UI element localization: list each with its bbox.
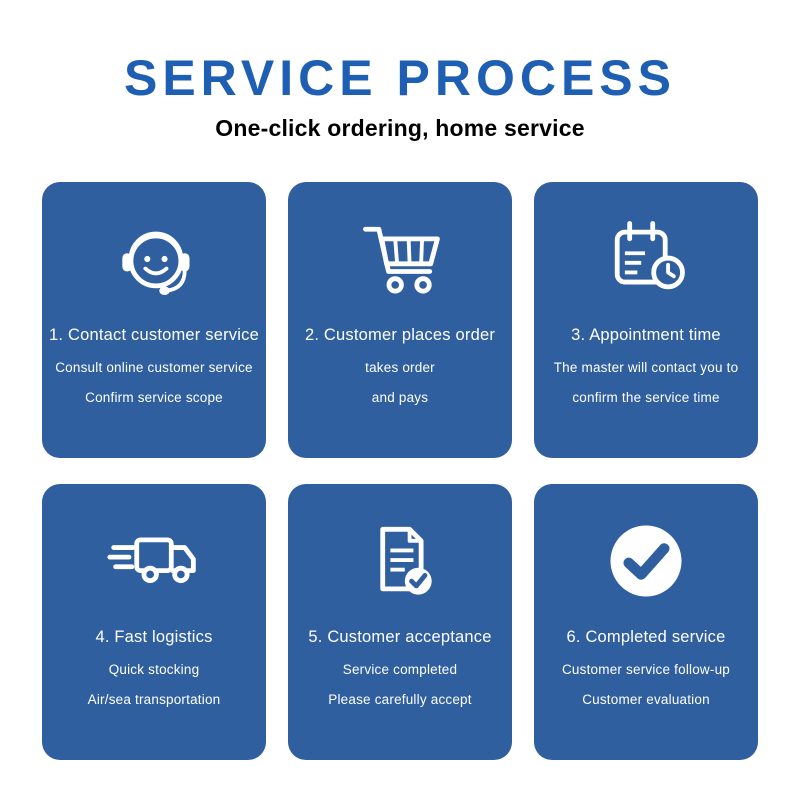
document-check-icon xyxy=(288,502,512,620)
step-line: Quick stocking xyxy=(108,661,200,677)
header: SERVICE PROCESS One-click ordering, home… xyxy=(0,0,800,142)
step-line: Service completed xyxy=(342,661,458,677)
step-title: 5. Customer acceptance xyxy=(308,627,492,646)
check-circle-icon xyxy=(534,502,758,620)
step-line: Air/sea transportation xyxy=(87,691,221,707)
step-card-4: 4. Fast logistics Quick stocking Air/sea… xyxy=(42,483,266,760)
step-line: Consult online customer service xyxy=(55,359,253,375)
step-line: takes order xyxy=(365,359,435,375)
step-title: 4. Fast logistics xyxy=(95,627,213,646)
step-card-1: 1. Contact customer service Consult onli… xyxy=(42,181,266,458)
step-line: and pays xyxy=(371,389,429,405)
step-card-5: 5. Customer acceptance Service completed… xyxy=(288,483,512,760)
step-card-6: 6. Completed service Customer service fo… xyxy=(534,483,758,760)
step-line: Customer service follow-up xyxy=(561,661,730,677)
step-card-2: 2. Customer places order takes order and… xyxy=(288,181,512,458)
step-title: 6. Completed service xyxy=(566,627,726,646)
step-line: Customer evaluation xyxy=(582,691,710,707)
shopping-cart-icon xyxy=(288,200,512,318)
delivery-truck-icon xyxy=(42,502,266,620)
step-line: Please carefully accept xyxy=(328,691,472,707)
step-card-3: 3. Appointment time The master will cont… xyxy=(534,181,758,458)
step-title: 1. Contact customer service xyxy=(49,325,259,344)
step-title: 3. Appointment time xyxy=(571,325,721,344)
step-title: 2. Customer places order xyxy=(304,325,496,344)
steps-grid: 1. Contact customer service Consult onli… xyxy=(42,181,758,760)
page-subtitle: One-click ordering, home service xyxy=(215,114,585,141)
customer-service-icon xyxy=(42,200,266,318)
page-title: SERVICE PROCESS xyxy=(123,50,676,106)
step-line: confirm the service time xyxy=(572,389,720,405)
step-line: Confirm service scope xyxy=(85,389,223,405)
step-line: The master will contact you to xyxy=(553,359,739,375)
calendar-clock-icon xyxy=(534,200,758,318)
